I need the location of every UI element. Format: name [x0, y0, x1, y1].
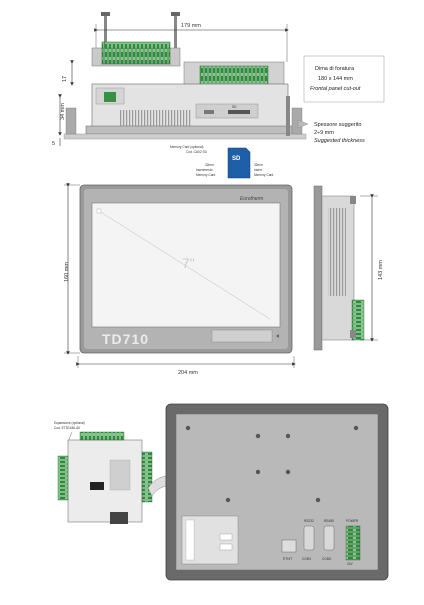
rs485-label: RS485: [324, 519, 334, 523]
model-label: TD710: [102, 331, 149, 347]
dimension-34: 34 mm: [58, 94, 66, 136]
pcb-terminal-top: [79, 431, 125, 441]
com2-port: [323, 525, 335, 551]
dimension-204-label: 204 mm: [178, 370, 198, 376]
pcb-dip-switch: [90, 482, 104, 490]
power-label: POWER: [346, 519, 359, 523]
cutout-line3: Frontal panel cut-out: [310, 86, 361, 92]
dimension-160: 160 mm: [64, 183, 80, 355]
pcb-terminal-left: [57, 455, 69, 501]
thickness-line3: Suggested thickness: [314, 138, 365, 144]
com2-label: COM2: [322, 557, 331, 561]
dimension-179-label: 179 mm: [181, 23, 201, 29]
touch-marker: [96, 208, 102, 214]
side-clip-bottom: [350, 330, 356, 338]
thickness-callout: Spessore suggerito 2÷9 mm Suggested thic…: [297, 119, 365, 144]
com1-port: [303, 525, 315, 551]
side-clip-top: [350, 196, 356, 204]
expansion-line1: Espansione (optional): [54, 421, 85, 425]
rear-screw-holes: [185, 425, 359, 503]
side-bezel: [313, 185, 323, 351]
rs232-label: RS232: [304, 519, 314, 523]
terminal-block-right: [183, 61, 285, 89]
dimension-204: 204 mm: [76, 356, 296, 376]
dimension-5-label: 5: [52, 141, 55, 147]
screw-side-right: [286, 96, 290, 136]
memory-card-line2: Cod. CA02 SD: [186, 150, 208, 154]
clip-right: [291, 107, 303, 135]
usb-port-1: [219, 533, 233, 541]
dimension-143-label: 143 mm: [378, 260, 384, 280]
top-view: 179 mm 17 SD: [52, 12, 307, 147]
screen-diagonal: [98, 210, 271, 320]
cutout-line1: Dima di foratura: [315, 66, 355, 72]
front-view: 7" Eurotherm TD710 204 mm 160 mm: [64, 183, 296, 376]
dimension-34-label: 34 mm: [60, 103, 66, 120]
usb-slot-front: [211, 329, 273, 343]
pcb-connector-bottom: [110, 512, 128, 524]
screen-size-label: 7": [182, 255, 195, 271]
pcb: [67, 439, 143, 523]
dimension-17: 17: [62, 60, 74, 86]
memory-card-right-2: insert: [254, 168, 262, 172]
ethernet-label: ETH/T: [283, 557, 292, 561]
cutout-callout: Dima di foratura 180 x 144 mm Frontal pa…: [303, 55, 385, 103]
screw-left: [101, 12, 110, 52]
device-body-top: SD: [91, 83, 289, 131]
rear-label-strip: [185, 519, 195, 561]
rear-view: ETH/T RS232 RS485 COM1 COM2 POWER 24V: [165, 403, 389, 581]
clip-left: [65, 107, 77, 135]
usb-icon: [276, 334, 279, 338]
thickness-line1: Spessore suggerito: [314, 122, 361, 128]
screw-right: [171, 12, 180, 52]
thickness-line2: 2÷9 mm: [314, 130, 334, 136]
memory-card-group: Memory Card (optional) Cod. CA02 SD SD 3…: [170, 145, 274, 179]
dimension-17-label: 17: [62, 76, 68, 82]
memory-card-left-1: 32mm: [205, 163, 214, 167]
memory-card-left-2: inserimento: [196, 168, 213, 172]
memory-card-line1: Memory Card (optional): [170, 145, 203, 149]
device-bezel-side: [63, 125, 307, 140]
power-small-label: 24V: [347, 562, 354, 566]
ethernet-port: [281, 539, 297, 553]
memory-card-left-3: Memory Card: [196, 173, 216, 177]
pcb-terminal-right: [141, 451, 153, 503]
side-vents: [328, 208, 346, 296]
sd-card-logo: SD: [232, 156, 241, 162]
memory-card-right-1: 32mm: [254, 163, 263, 167]
dimension-160-label: 160 mm: [64, 262, 70, 282]
dimension-143: 143 mm: [360, 194, 384, 342]
power-terminal: [345, 525, 361, 561]
sd-card-icon: [227, 147, 251, 179]
sd-slot-label: SD: [232, 105, 237, 109]
display-screen: [91, 202, 281, 328]
cutout-line2: 180 x 144 mm: [318, 76, 353, 82]
expansion-line2: Cod. ETD1446-A0: [54, 426, 80, 430]
com1-label: COM1: [302, 557, 311, 561]
usb-port-2: [219, 543, 233, 551]
terminal-block-left: [91, 41, 181, 67]
memory-card-right-3: Memory Card: [254, 173, 274, 177]
pcb-chip: [109, 459, 131, 491]
dimension-5: 5: [52, 138, 61, 147]
side-view: 143 mm: [313, 185, 384, 351]
brand-logo: Eurotherm: [240, 196, 263, 202]
expansion-board: Espansione (optional) Cod. ETD1446-A0: [54, 421, 153, 524]
